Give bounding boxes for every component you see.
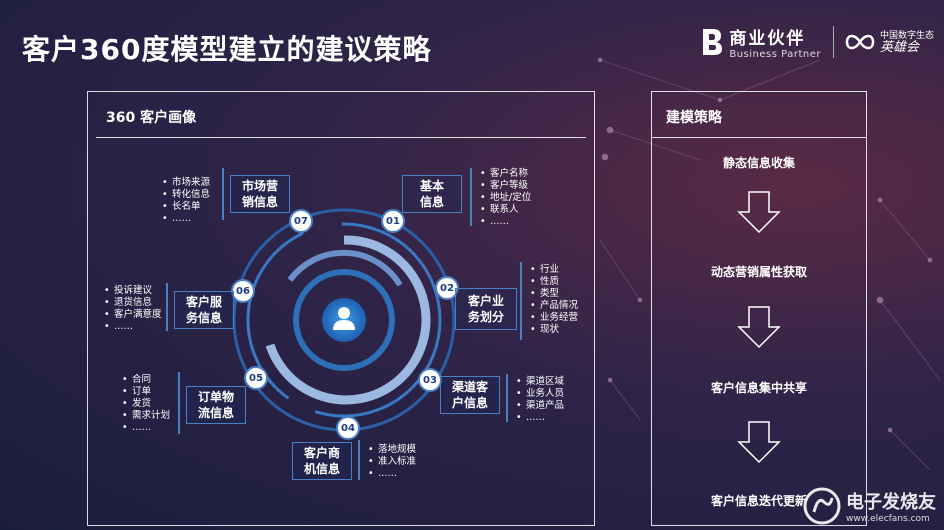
strategy-step: 客户信息迭代更新 <box>710 494 807 508</box>
segment-number: 05 <box>244 366 268 390</box>
segment-item: …… <box>122 422 170 434</box>
segment-item: 类型 <box>530 288 578 300</box>
segment-item: 现状 <box>530 324 578 336</box>
segment-item: 落地规模 <box>368 444 416 456</box>
business-partner-logo-icon <box>703 29 723 55</box>
segment-item: 市场来源 <box>162 177 210 189</box>
segment-label-box: 订单物 流信息 <box>186 386 246 424</box>
infinity-logo-icon <box>845 34 875 50</box>
segment-item: …… <box>104 321 162 333</box>
segment-item-list: 合同订单发货需求计划…… <box>122 374 170 434</box>
segment-item: …… <box>368 468 416 480</box>
segment-item: 联系人 <box>480 204 531 216</box>
segment-item: 性质 <box>530 276 578 288</box>
segment-label-box: 客户商 机信息 <box>292 442 352 480</box>
segment-item: 订单 <box>122 386 170 398</box>
segment-item-list: 行业性质类型产品情况业务经营现状 <box>530 264 578 336</box>
segment-item: 投诉建议 <box>104 285 162 297</box>
segment-divider <box>520 262 522 340</box>
segment-item: 需求计划 <box>122 410 170 422</box>
segment-item: 客户等级 <box>480 180 531 192</box>
watermark-url: www.elecfans.com <box>846 514 930 524</box>
segment-item: 渠道区域 <box>516 376 564 388</box>
segment-number: 07 <box>289 209 313 233</box>
segment-item: 行业 <box>530 264 578 276</box>
strategy-step: 客户信息集中共享 <box>710 381 807 395</box>
down-arrow-icon <box>737 421 781 464</box>
segment-item: 转化信息 <box>162 189 210 201</box>
hero-club-logo-text: 中国数字生态 英雄会 <box>879 31 934 55</box>
segment-item: 退货信息 <box>104 297 162 309</box>
segment-item: 地址/定位 <box>480 192 531 204</box>
segment-item: 业务经营 <box>530 312 578 324</box>
segment-divider <box>166 283 168 331</box>
segment-item: …… <box>162 213 210 225</box>
elecfans-watermark: 电子发烧友 www.elecfans.com <box>802 486 936 526</box>
segment-divider <box>470 168 472 226</box>
segment-item: 客户名称 <box>480 168 531 180</box>
segment-label-box: 市场营 销信息 <box>230 175 290 213</box>
segment-label-box: 客户业 务划分 <box>455 288 517 330</box>
segment-label-box: 基本 信息 <box>402 175 462 213</box>
segment-item-list: 渠道区域业务人员渠道产品…… <box>516 376 564 424</box>
elecfans-logo-icon <box>803 487 841 525</box>
business-partner-text: 商业伙伴 Business Partner <box>729 29 821 60</box>
user-icon <box>333 307 355 330</box>
modeling-strategy-panel: 建模策略 静态信息收集 动态营销属性获取 客户信息集中共享 客户信息迭代更新 <box>651 91 867 526</box>
segment-label-box: 客户服 务信息 <box>174 291 234 329</box>
segment-item-list: 落地规模准入标准…… <box>368 444 416 480</box>
segment-number: 03 <box>418 368 442 392</box>
segment-item: 长名单 <box>162 201 210 213</box>
watermark-title: 电子发烧友 <box>846 492 936 513</box>
down-arrow-icon <box>737 191 781 234</box>
panel-header: 360 客户画像 <box>96 92 586 138</box>
brand-divider <box>832 26 834 58</box>
strategy-step: 动态营销属性获取 <box>710 265 807 279</box>
segment-item: 合同 <box>122 374 170 386</box>
inner-ring <box>293 269 395 371</box>
inner-arc-2 <box>287 249 403 287</box>
segment-divider <box>222 168 224 220</box>
segment-item: 业务人员 <box>516 388 564 400</box>
segment-number: 01 <box>381 209 405 233</box>
strategy-step: 静态信息收集 <box>722 156 795 170</box>
segment-item: 客户满意度 <box>104 309 162 321</box>
segment-item-list: 投诉建议退货信息客户满意度…… <box>104 285 162 333</box>
segment-item: 渠道产品 <box>516 400 564 412</box>
segment-item: 准入标准 <box>368 456 416 468</box>
segment-divider <box>358 440 360 480</box>
segment-item: …… <box>516 412 564 424</box>
segment-label-box: 渠道客 户信息 <box>440 376 500 414</box>
inner-arc-1 <box>265 235 431 405</box>
down-arrow-icon <box>737 306 781 349</box>
customer-portrait-panel: 360 客户画像 <box>87 91 595 526</box>
panel-title: 建模策略 <box>666 110 722 126</box>
brand-logos: 商业伙伴 Business Partner 中国数字生态 英雄会 <box>701 18 934 66</box>
panel-header: 建模策略 <box>652 92 866 138</box>
segment-item: 产品情况 <box>530 300 578 312</box>
segment-divider <box>178 372 180 434</box>
segment-number: 06 <box>231 279 255 303</box>
segment-item-list: 客户名称客户等级地址/定位联系人…… <box>480 168 531 228</box>
page-title: 客户360度模型建立的建议策略 <box>22 33 432 66</box>
segment-item: …… <box>480 216 531 228</box>
segment-item: 发货 <box>122 398 170 410</box>
segment-divider <box>506 374 508 422</box>
segment-number: 04 <box>336 416 360 440</box>
segment-item-list: 市场来源转化信息长名单…… <box>162 177 210 225</box>
panel-title: 360 客户画像 <box>106 110 197 126</box>
